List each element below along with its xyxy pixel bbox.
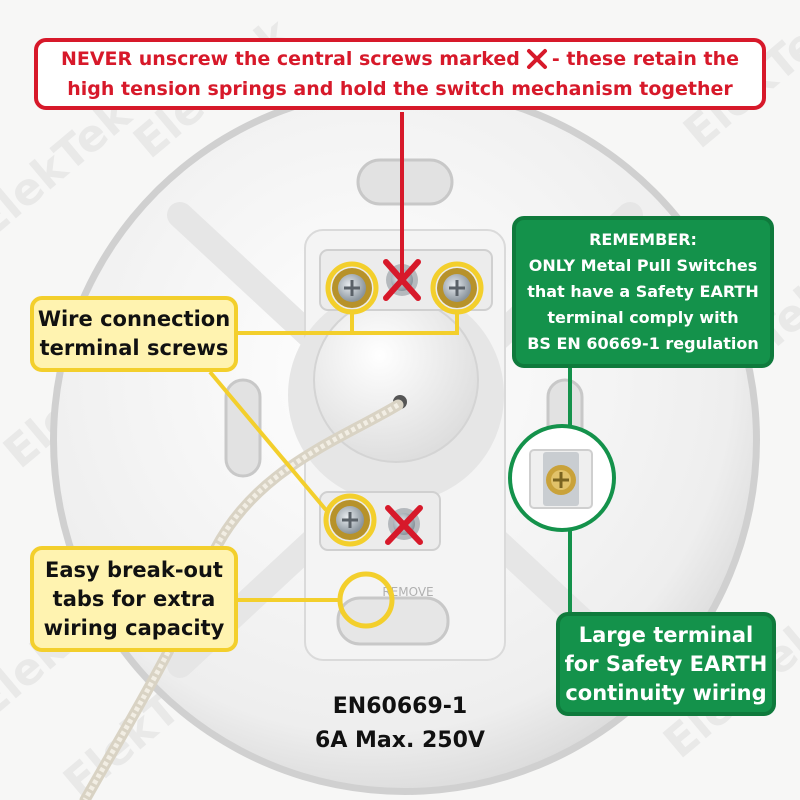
highlight-screw-bottom xyxy=(323,493,377,547)
remove-tab-label: REMOVE xyxy=(382,585,433,599)
wire-terminal-leader-bottom xyxy=(208,370,328,512)
svg-text:ElekTek: ElekTek xyxy=(0,88,142,249)
warning-line-2: high tension springs and hold the switch… xyxy=(67,78,733,100)
earth-line-3: continuity wiring xyxy=(565,680,767,705)
standard-text: EN60669-1 xyxy=(332,694,468,719)
red-cross-icon xyxy=(526,48,548,70)
tabs-label-line-2: tabs for extra xyxy=(52,586,216,611)
wire-label-line-2: terminal screws xyxy=(39,336,229,360)
remember-line-5: BS EN 60669-1 regulation xyxy=(527,334,759,353)
product-spec: EN60669-1 6A Max. 250V xyxy=(270,690,530,758)
warning-text-before: NEVER unscrew the central screws marked xyxy=(60,48,520,70)
break-out-tabs-label: Easy break-out tabs for extra wiring cap… xyxy=(30,546,238,652)
warning-line-1: NEVER unscrew the central screws marked … xyxy=(61,44,739,74)
terminal-screw-bottom-left xyxy=(330,500,370,540)
do-not-remove-mark-top xyxy=(383,259,421,301)
wire-terminal-label: Wire connection terminal screws xyxy=(30,296,238,372)
earth-line-1: Large terminal xyxy=(578,622,754,647)
wire-terminal-leader-right xyxy=(352,312,459,335)
remember-line-4: terminal comply with xyxy=(547,308,739,327)
remember-line-2: ONLY Metal Pull Switches xyxy=(528,256,758,275)
tabs-label-line-1: Easy break-out xyxy=(45,557,223,582)
wire-label-line-1: Wire connection xyxy=(37,307,231,331)
tabs-label-line-3: wiring capacity xyxy=(43,615,225,640)
mounting-slot-top xyxy=(356,158,454,206)
do-not-remove-mark-bottom xyxy=(385,505,423,545)
remember-callout: REMEMBER: ONLY Metal Pull Switches that … xyxy=(512,216,774,368)
remember-line-1: REMEMBER: xyxy=(589,230,697,249)
earth-terminal-callout: Large terminal for Safety EARTH continui… xyxy=(556,612,776,716)
terminal-screw-top-left xyxy=(332,268,372,308)
rating-text: 6A Max. 250V xyxy=(315,728,485,753)
remember-line-3: that have a Safety EARTH xyxy=(527,282,759,301)
warning-banner: NEVER unscrew the central screws marked … xyxy=(34,38,766,110)
warning-text-after: - these retain the xyxy=(551,48,740,70)
earth-terminal xyxy=(508,424,616,532)
earth-line-2: for Safety EARTH xyxy=(564,651,768,676)
terminal-screw-top-right xyxy=(437,268,477,308)
